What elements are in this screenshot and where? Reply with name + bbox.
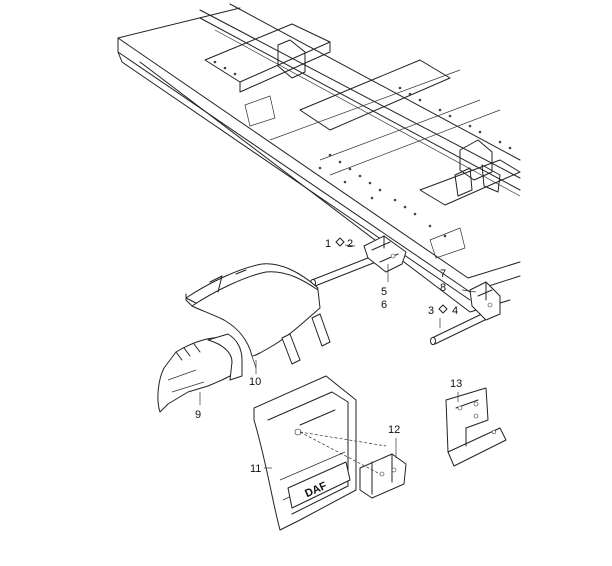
callout-9: 9 <box>195 409 201 421</box>
callout-13: 13 <box>450 378 462 390</box>
callout-11: 11 <box>250 463 261 475</box>
callout-1: 1 <box>325 238 331 250</box>
callout-4: 4 <box>452 305 458 317</box>
callout-5: 5 <box>381 286 387 298</box>
leader-lines <box>199 244 477 475</box>
diamond-icon <box>335 237 345 247</box>
callout-8: 8 <box>440 282 446 294</box>
mounting-bracket-part-5 <box>363 235 407 273</box>
callout-3: 3 <box>428 305 434 317</box>
callout-6: 6 <box>381 299 387 311</box>
callout-2: 2 <box>347 238 353 250</box>
fender-part-9 <box>157 333 243 413</box>
pair-diamond-symbols <box>335 237 448 314</box>
callout-7: 7 <box>440 268 446 280</box>
brand-logo-plate <box>287 461 351 509</box>
chassis-frame <box>117 3 521 313</box>
callout-12: 12 <box>388 424 400 436</box>
mounting-bracket-part-12 <box>359 453 407 499</box>
callout-labels: 1 2 3 4 5 6 7 8 9 10 11 12 13 <box>195 238 462 475</box>
diamond-icon <box>438 304 448 314</box>
fender-part-10 <box>185 263 331 369</box>
mounting-bracket-part-13 <box>445 387 507 467</box>
mounting-bracket-part-7 <box>469 281 501 321</box>
mudflap-part-11: DAF <box>253 375 357 531</box>
callout-10: 10 <box>249 376 261 388</box>
